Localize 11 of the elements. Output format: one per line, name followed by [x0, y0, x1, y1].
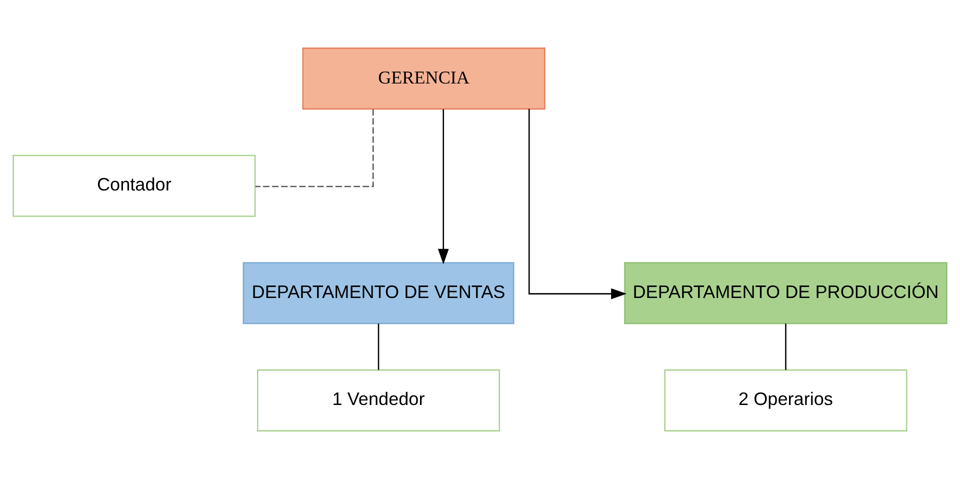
connector — [378, 324, 380, 370]
node-box: DEPARTAMENTO DE VENTAS — [242, 262, 514, 324]
node-box: GERENCIA — [302, 48, 546, 110]
node-box: Contador — [12, 154, 256, 217]
arrow — [438, 109, 449, 264]
node-box: 2 Operarios — [664, 369, 908, 432]
connector — [255, 109, 374, 188]
node-box: DEPARTAMENTO DE PRODUCCIÓN — [624, 262, 948, 324]
arrow — [528, 108, 627, 300]
node-box: 1 Vendedor — [257, 369, 500, 432]
connector — [785, 324, 786, 370]
